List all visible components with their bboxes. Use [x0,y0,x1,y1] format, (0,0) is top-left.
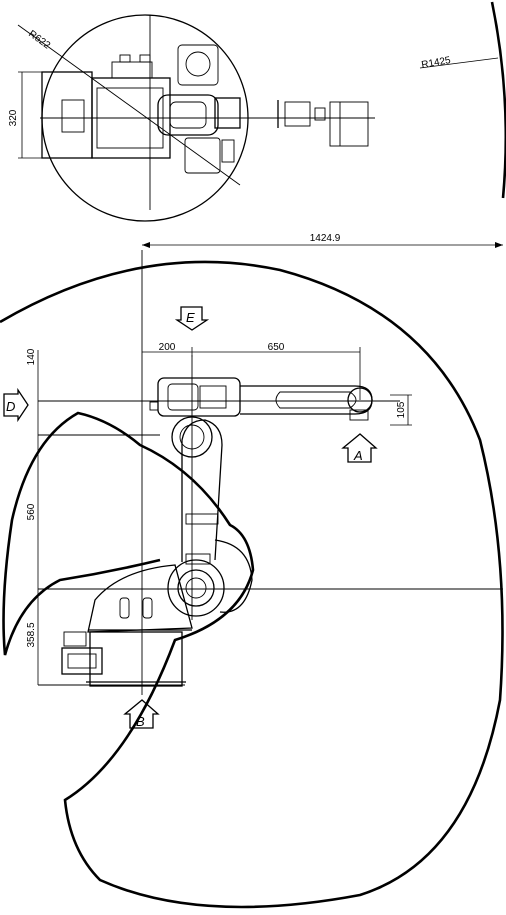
reach-dim-arrow-right [495,242,503,248]
top-radius-label: R1425 [421,55,452,71]
upper-arm [149,377,373,458]
top-radius-leader [419,57,499,69]
marker-d-arrow [3,387,29,423]
marker-a-arrow [341,433,378,463]
marker-b-arrow [123,699,160,729]
base-pedestal [89,631,183,687]
upper-arm-motor [167,383,199,411]
arm-label: 650 [268,342,285,353]
base-slot-1 [119,597,130,619]
base-slot-2 [142,597,153,619]
reach-label: 1424.9 [310,233,341,244]
upper-arm-gearbox [199,385,227,409]
top-body-inner [96,87,164,149]
base-height-label: 358.5 [26,622,37,647]
counterweight [214,539,253,613]
axis3-joint-outer [171,416,213,458]
lower-arm-label: 560 [26,503,37,520]
upper-arm-housing [157,377,241,417]
base-connector-box [61,647,103,675]
wrist-flange [349,409,369,421]
base-connector-top [63,631,87,647]
top-arm-housing [157,94,219,136]
top-forearm-seg-1 [284,101,311,127]
top-diag-label: R622 [26,29,52,52]
axis2-joint-core [185,577,207,599]
side-envelope-outline [0,260,504,909]
top-motor-block [111,61,153,79]
offset-label: 200 [159,342,176,353]
robot-base [61,564,193,687]
lower-arm-band-2 [185,553,211,565]
top-base-block [41,71,93,159]
top-cable-box [221,139,235,163]
top-motor-round [185,51,211,77]
top-arm-flange [214,97,241,129]
view-markers: E D A B [3,306,378,729]
top-base-connector [61,99,85,133]
top-motor-cap-2 [139,54,151,63]
lower-arm-body [181,419,223,562]
marker-e-label: E [186,310,195,325]
top-view: 320 R622 R1425 [8,1,506,222]
marker-a-label: A [353,448,363,463]
wrist-joint [347,387,373,413]
top-motor-pack [177,44,219,86]
top-forearm-seg-2 [314,107,326,121]
upper-arm-stub [149,401,159,411]
side-view: 1424.9 140 560 358.5 200 650 105 [0,233,504,909]
wrist-label: 105 [396,401,407,418]
axis2-joint-inner [177,569,215,607]
top-motor-cap-1 [119,54,131,63]
top-motor-lower [184,137,221,174]
top-wrist-block [329,101,369,147]
marker-e-arrow [174,306,210,331]
lower-arm [167,419,253,617]
marker-b-label: B [136,714,145,729]
top-envelope-arc [490,1,506,199]
axis3-joint-inner [179,424,205,450]
lower-arm-band [185,513,219,525]
axis2-joint-outer [167,559,225,617]
top-diagonal-line [17,24,241,186]
forearm-slot [275,391,357,409]
base-shoulder [87,564,193,633]
top-height-label: 320 [8,109,19,126]
marker-d-label: D [6,399,15,414]
top-arm-inner [169,101,207,129]
base-connector-inner [67,653,97,669]
reach-dim-arrow-left [142,242,150,248]
top-offset-label: 140 [26,348,37,365]
